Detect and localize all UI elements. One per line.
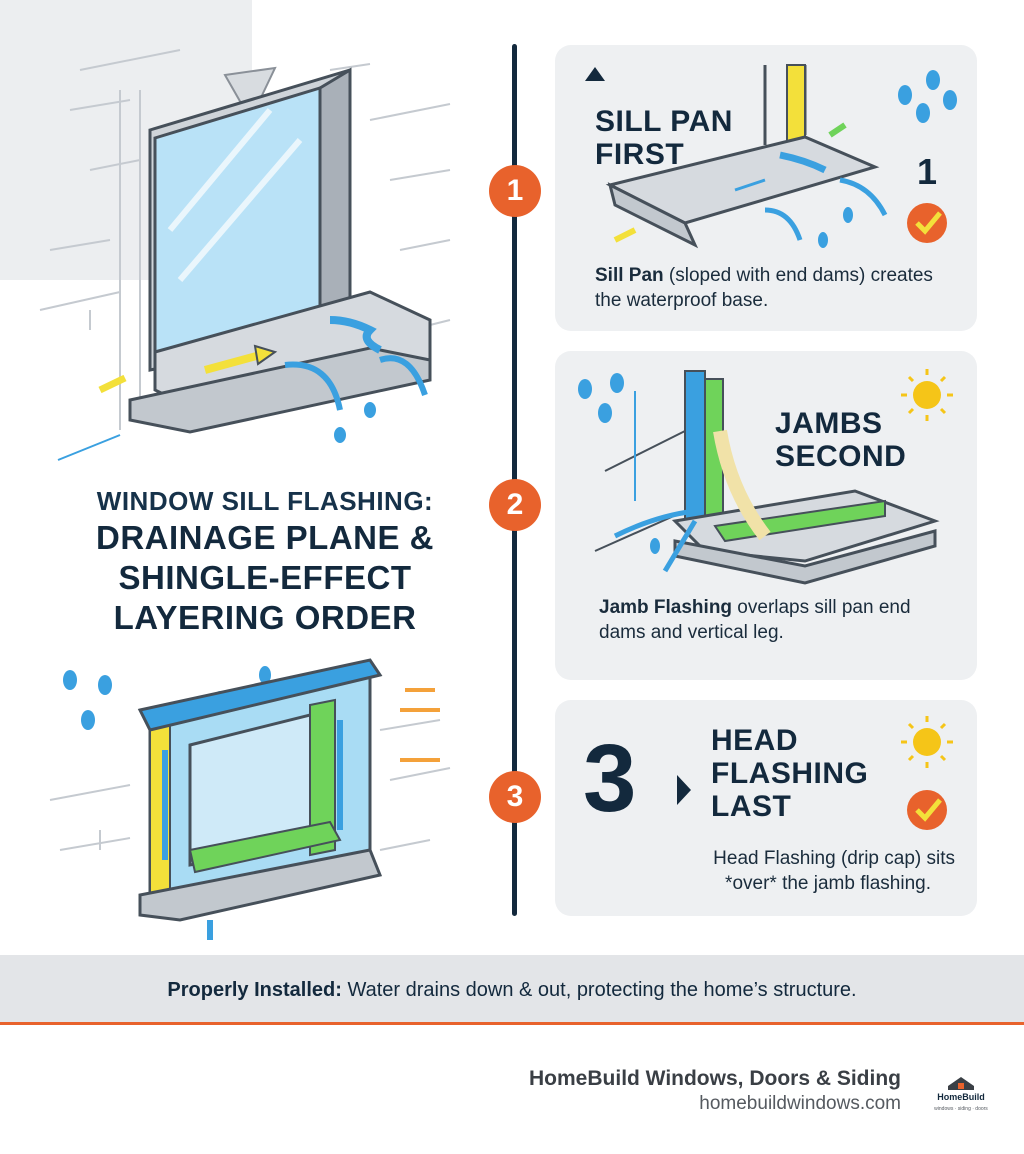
step-2-number: 2 <box>489 479 541 531</box>
step-2-illustration <box>578 369 953 585</box>
step-1-number: 1 <box>489 165 541 217</box>
step-2-description: Jamb Flashing overlaps sill pan end dams… <box>599 597 911 643</box>
step-1-description: Sill Pan (sloped with end dams) creates … <box>595 265 933 311</box>
check-icon <box>907 790 947 830</box>
company-logo: HomeBuild windows · siding · doors <box>930 1074 992 1114</box>
title-line-2: DRAINAGE PLANE & <box>95 519 435 556</box>
footer-message: Properly Installed: Water drains down & … <box>167 979 857 1001</box>
title-line-4: LAYERING ORDER <box>113 599 417 636</box>
play-arrow-icon <box>677 775 691 805</box>
step-3-number: 3 <box>489 771 541 823</box>
sun-icon <box>913 381 941 409</box>
logo-text: HomeBuild <box>937 1092 985 1102</box>
footer-banner: Properly Installed: Water drains down & … <box>0 955 1024 1025</box>
full-window-illustration <box>40 650 460 940</box>
title-line-3: SHINGLE-EFFECT <box>118 559 412 596</box>
step-3-illustration <box>677 716 953 830</box>
step-1-badge: 1 <box>917 151 938 192</box>
sill-pan-illustration <box>30 30 470 470</box>
step-3-description: Head Flashing (drip cap) sits*over* the … <box>713 848 955 894</box>
logo-tagline: windows · siding · doors <box>934 1106 988 1112</box>
company-url[interactable]: homebuildwindows.com <box>699 1093 901 1114</box>
step-3-big-number: 3 <box>583 725 637 832</box>
check-icon <box>907 203 947 243</box>
title-line-1: WINDOW SILL FLASHING: <box>96 486 434 516</box>
step-1-illustration <box>585 64 957 249</box>
company-info: HomeBuild Windows, Doors & Siding homebu… <box>529 1066 901 1116</box>
diagram-title: WINDOW SILL FLASHING: DRAINAGE PLANE & S… <box>40 484 490 638</box>
triangle-icon <box>585 67 605 81</box>
company-name: HomeBuild Windows, Doors & Siding <box>529 1067 901 1090</box>
sun-icon <box>913 728 941 756</box>
